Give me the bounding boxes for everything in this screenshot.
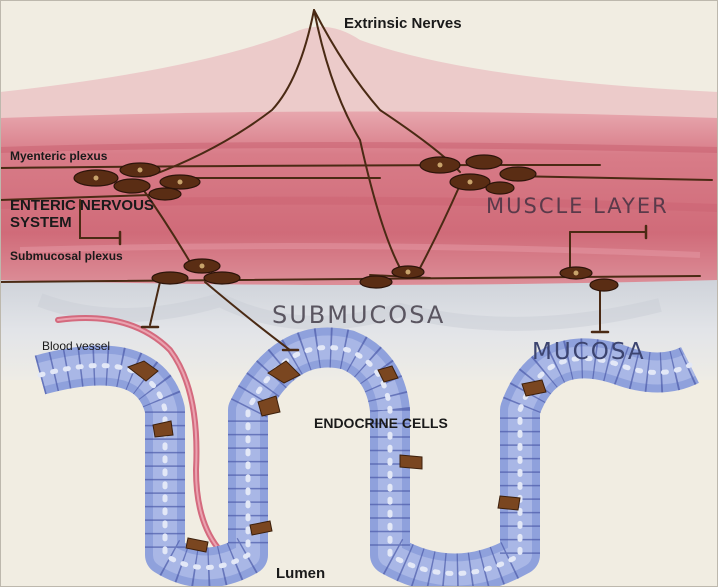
neuron <box>590 279 618 291</box>
label-submucosal-plexus: Submucosal plexus <box>10 250 123 262</box>
label-lumen: Lumen <box>276 566 325 581</box>
neuron-nucleus <box>406 270 411 275</box>
label-enteric-nervous-system-line2: SYSTEM <box>10 215 72 230</box>
neuron <box>466 155 502 169</box>
neuron <box>500 167 536 181</box>
neuron <box>360 276 392 288</box>
label-muscle-layer: MUSCLE LAYER <box>486 196 669 217</box>
neuron-nucleus <box>138 168 143 173</box>
neuron-nucleus <box>200 264 205 269</box>
neuron-nucleus <box>178 180 183 185</box>
label-mucosa: MUCOSA <box>532 341 646 364</box>
label-enteric-nervous-system-line1: ENTERIC NERVOUS <box>10 198 154 213</box>
label-extrinsic-nerves: Extrinsic Nerves <box>344 16 462 31</box>
neuron-nucleus <box>94 176 99 181</box>
endocrine-cell <box>498 496 520 510</box>
label-myenteric-plexus: Myenteric plexus <box>10 150 107 162</box>
neuron <box>204 272 240 284</box>
neuron <box>114 179 150 193</box>
label-blood-vessel: Blood vessel <box>42 340 110 352</box>
label-submucosa: SUBMUCOSA <box>272 303 445 327</box>
neuron-nucleus <box>468 180 473 185</box>
endocrine-cell <box>400 455 422 469</box>
neuron-nucleus <box>438 163 443 168</box>
neuron <box>152 272 188 284</box>
label-endocrine-cells: ENDOCRINE CELLS <box>314 416 448 430</box>
neuron-nucleus <box>574 271 579 276</box>
neuron <box>486 182 514 194</box>
